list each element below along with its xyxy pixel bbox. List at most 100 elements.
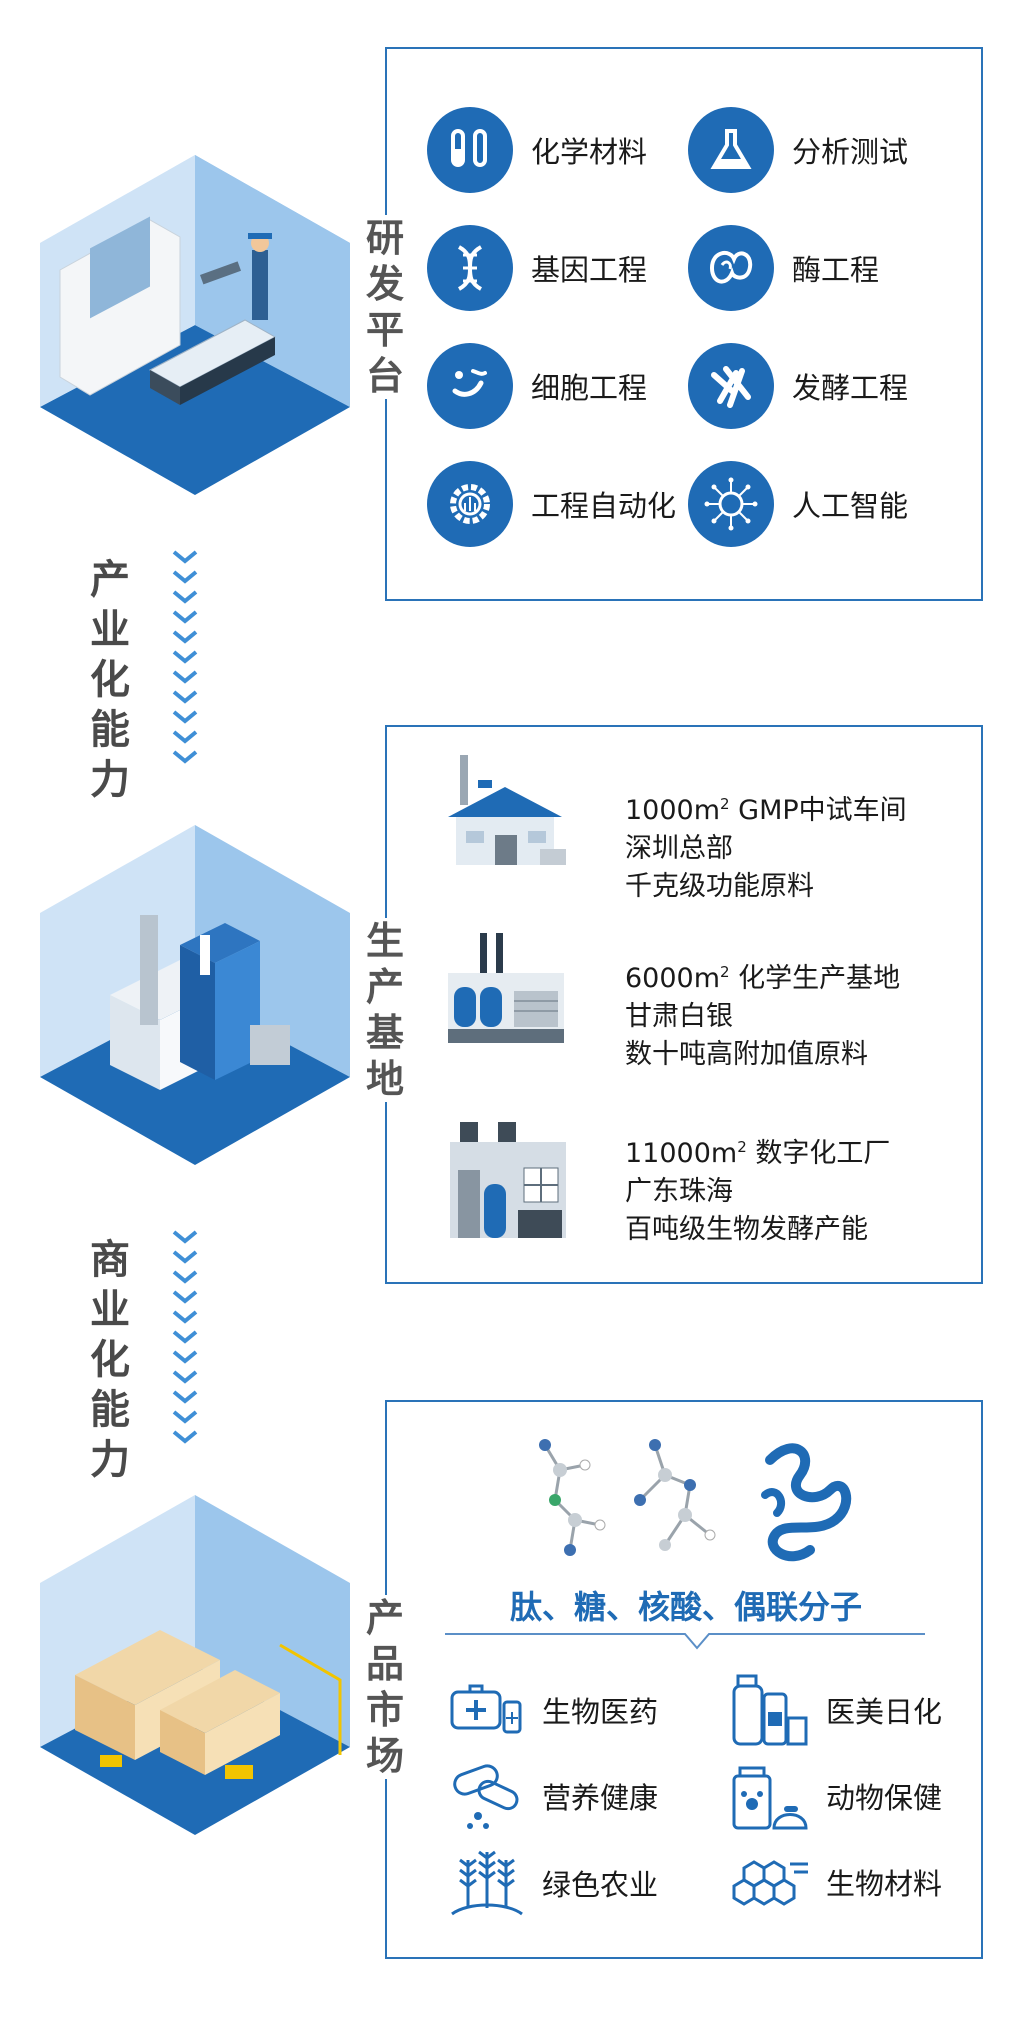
area-description: 化学生产基地	[729, 963, 901, 994]
rd-item-fermentation-engineering: 发酵工程	[688, 343, 908, 429]
fermentation-icon	[688, 343, 774, 429]
cosmetics-bottles-icon	[732, 1674, 808, 1746]
rd-item-label: 人工智能	[792, 489, 909, 523]
flow-label-char: 产	[90, 557, 130, 603]
ai-chip-icon	[688, 461, 774, 547]
area-description: GMP中试车间	[729, 795, 907, 826]
market-item-cosmetics: 医美日化	[730, 1672, 942, 1748]
area-description: 数字化工厂	[746, 1138, 891, 1169]
market-item-label: 动物保健	[826, 1781, 943, 1815]
rd-label-char: 平	[365, 308, 404, 352]
base-location: 甘肃白银	[625, 1001, 733, 1032]
base-capacity: 百吨级生物发酵产能	[625, 1214, 868, 1245]
market-item-green-agriculture: 绿色农业	[448, 1846, 658, 1920]
flask-icon	[688, 107, 774, 193]
flow-label-char: 化	[90, 657, 130, 703]
market-label-char: 市	[365, 1688, 404, 1732]
flow-label-char: 业	[90, 607, 130, 653]
chemistry-tubes-icon	[427, 107, 513, 193]
industrialization-capability-label: 产 业 化 能 力	[88, 555, 132, 805]
base-baiyin-info: 6000m2 化学生产基地 甘肃白银 数十吨高附加值原料	[625, 953, 900, 1074]
commercialization-capability-label: 商 业 化 能 力	[88, 1235, 132, 1485]
market-item-biomaterials: 生物材料	[730, 1848, 942, 1916]
market-warehouse-room-illustration	[40, 1495, 350, 1835]
market-item-label: 生物医药	[542, 1695, 659, 1729]
rd-item-label: 酶工程	[792, 253, 880, 287]
area-number: 6000m	[625, 963, 721, 994]
rd-label-char: 研	[365, 216, 404, 260]
market-item-label: 营养健康	[542, 1781, 659, 1815]
market-item-animal-health: 动物保健	[730, 1760, 942, 1832]
area-superscript: 2	[720, 795, 730, 813]
rd-platform-label: 研 发 平 台	[363, 215, 407, 399]
area-number: 11000m	[625, 1138, 738, 1169]
market-item-biomedicine: 生物医药	[448, 1678, 658, 1742]
chemical-plant-icon	[448, 933, 564, 1043]
base-capacity: 数十吨高附加值原料	[625, 1039, 868, 1070]
molecule-types-title: 肽、糖、核酸、偶联分子	[510, 1588, 863, 1626]
digital-factory-icon	[450, 1122, 566, 1238]
market-label-char: 产	[365, 1596, 404, 1640]
base-location: 深圳总部	[625, 833, 733, 864]
capsules-icon	[453, 1764, 519, 1829]
rd-item-label: 化学材料	[531, 135, 648, 169]
medical-kit-icon	[450, 1684, 522, 1734]
production-bases-label: 生 产 基 地	[363, 918, 407, 1102]
base-area: 1000m2 GMP中试车间	[625, 785, 907, 830]
production-label-char: 生	[365, 919, 404, 963]
base-shenzhen-info: 1000m2 GMP中试车间 深圳总部 千克级功能原料	[625, 785, 907, 906]
market-item-label: 生物材料	[826, 1867, 943, 1901]
market-item-nutrition-health: 营养健康	[448, 1760, 658, 1832]
market-item-label: 医美日化	[826, 1695, 943, 1729]
rd-item-artificial-intelligence: 人工智能	[688, 461, 908, 547]
flow-label-char: 能	[90, 707, 130, 753]
hexagon-material-icon	[732, 1860, 808, 1906]
production-label-char: 地	[365, 1057, 404, 1101]
rd-item-label: 基因工程	[531, 253, 648, 287]
base-area: 6000m2 化学生产基地	[625, 953, 900, 998]
rd-item-genetic-engineering: 基因工程	[427, 225, 647, 311]
flow-label-char: 化	[90, 1337, 130, 1383]
pilot-workshop-icon	[448, 755, 566, 865]
wheat-icon	[451, 1850, 523, 1916]
production-factory-room-illustration	[40, 825, 350, 1165]
automation-gear-icon	[427, 461, 513, 547]
market-item-label: 绿色农业	[542, 1868, 659, 1902]
base-capacity: 千克级功能原料	[625, 871, 814, 902]
market-label-char: 品	[365, 1642, 404, 1686]
rd-item-analysis-testing: 分析测试	[688, 107, 908, 193]
rd-item-label: 细胞工程	[531, 371, 648, 405]
flow-label-char: 力	[90, 757, 130, 803]
base-location: 广东珠海	[625, 1176, 733, 1207]
rd-item-label: 分析测试	[792, 135, 909, 169]
flow-label-char: 力	[90, 1437, 130, 1483]
product-market-label: 产 品 市 场	[363, 1595, 407, 1779]
production-label-char: 基	[365, 1011, 404, 1055]
rd-label-char: 台	[365, 354, 404, 398]
area-number: 1000m	[625, 795, 721, 826]
rd-item-engineering-automation: 工程自动化	[427, 461, 676, 547]
cell-icon	[427, 343, 513, 429]
molecule-structures-illustration	[539, 1439, 852, 1562]
base-area: 11000m2 数字化工厂	[625, 1128, 890, 1173]
chevron-down-arrows-icon	[172, 550, 198, 764]
base-zhuhai-info: 11000m2 数字化工厂 广东珠海 百吨级生物发酵产能	[625, 1128, 890, 1249]
rd-label-char: 发	[365, 262, 404, 306]
rd-item-enzyme-engineering: 酶工程	[688, 225, 879, 311]
production-label-char: 产	[365, 965, 404, 1009]
pet-food-icon	[732, 1766, 808, 1830]
flow-label-char: 商	[90, 1237, 130, 1283]
flow-label-char: 能	[90, 1387, 130, 1433]
rd-item-label: 工程自动化	[531, 489, 677, 523]
area-superscript: 2	[720, 963, 730, 981]
molecule-divider	[445, 1633, 925, 1650]
chevron-down-arrows-icon	[172, 1230, 198, 1444]
enzyme-icon	[688, 225, 774, 311]
rd-item-chemical-materials: 化学材料	[427, 107, 647, 193]
rd-item-label: 发酵工程	[792, 371, 909, 405]
area-superscript: 2	[737, 1138, 747, 1156]
dna-icon	[427, 225, 513, 311]
rd-item-cell-engineering: 细胞工程	[427, 343, 647, 429]
flow-label-char: 业	[90, 1287, 130, 1333]
market-label-char: 场	[365, 1734, 404, 1778]
